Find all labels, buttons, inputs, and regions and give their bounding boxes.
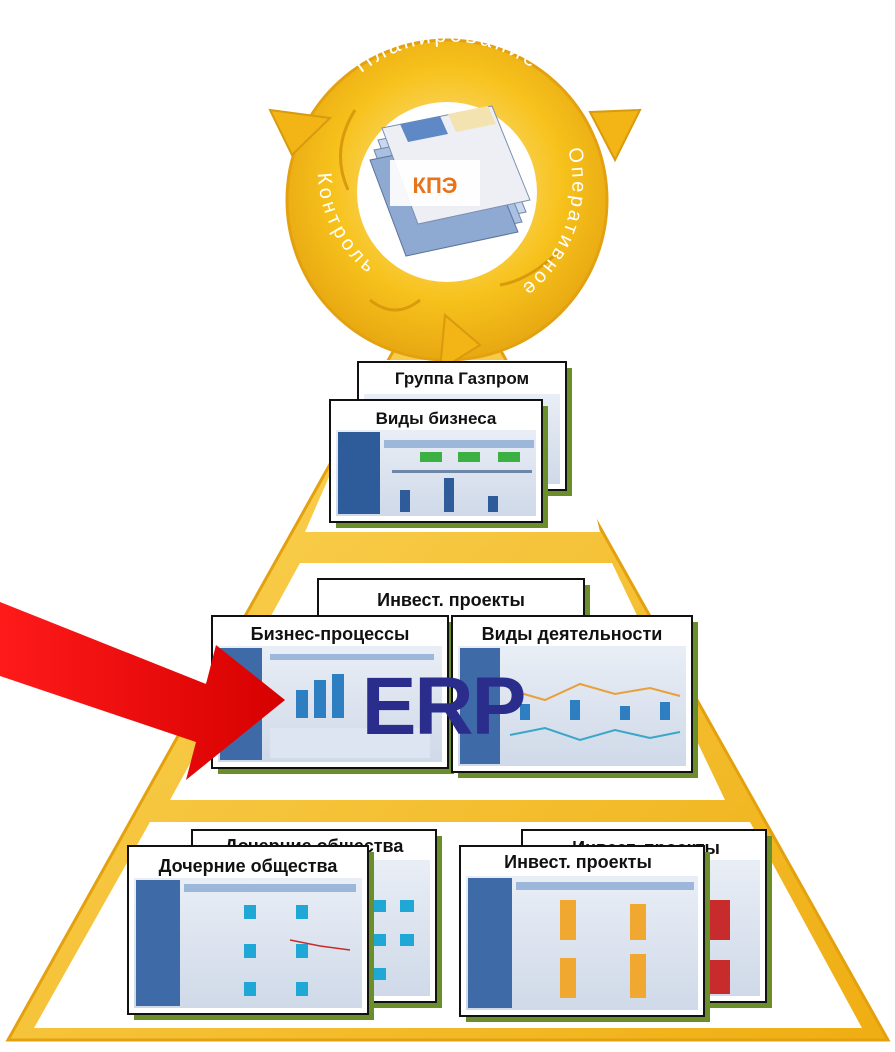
- card-business-types: Виды бизнеса: [329, 399, 548, 528]
- card-title: Дочерние общества: [159, 856, 339, 876]
- card-invest-projects-front: Инвест. проекты: [459, 845, 710, 1022]
- card-subsidiaries-front: Дочерние общества: [127, 845, 374, 1020]
- red-arrow: [0, 602, 285, 780]
- card-activity-types: Виды деятельности: [451, 615, 698, 778]
- tier3-cards: Дочерние общества Дочерние общества Ин: [127, 829, 772, 1022]
- tier1-cards: Группа Газпром Виды бизнеса: [329, 361, 572, 528]
- kpe-stack: КПЭ: [369, 105, 531, 257]
- kpe-label: КПЭ: [413, 173, 458, 198]
- card-title: Группа Газпром: [395, 369, 529, 388]
- erp-label: ERP: [362, 661, 525, 752]
- card-title: Виды бизнеса: [376, 409, 497, 428]
- cycle-arrowhead-bottom: [438, 312, 482, 372]
- card-title: Бизнес-процессы: [251, 624, 410, 644]
- card-title: Виды деятельности: [482, 624, 663, 644]
- cycle-arrowhead-right: [588, 108, 642, 163]
- card-title: Инвест. проекты: [504, 852, 652, 872]
- cycle-arrowhead-left: [268, 108, 333, 157]
- card-title: Инвест. проекты: [377, 590, 525, 610]
